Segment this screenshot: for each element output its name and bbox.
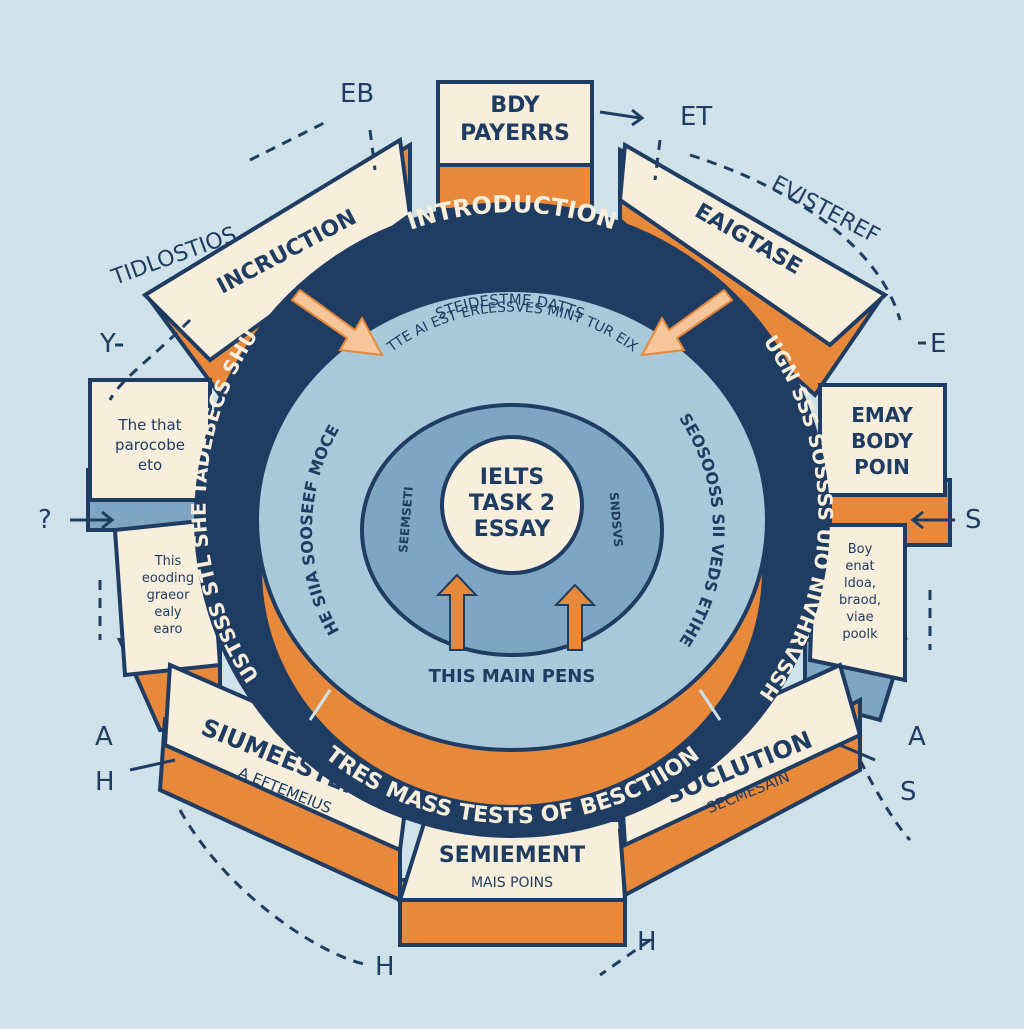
block-right-lower-line2: enat [845, 559, 874, 574]
block-right-upper-line3: POIN [854, 455, 910, 479]
block-top-line2: PAYERRS [460, 121, 570, 146]
block-left-upper-line3: eto [138, 456, 162, 474]
block-bottom-line1: SEMIEMENT [439, 843, 585, 868]
block-left-lower-line1: This [154, 554, 182, 569]
center-title-line1: IELTS [480, 465, 544, 490]
block-right-upper-line2: BODY [851, 429, 913, 453]
block-right-lower-line6: poolk [842, 627, 878, 642]
annotation-h-bottom-right: H [637, 927, 657, 957]
block-left-upper-line2: parocobe [115, 436, 185, 454]
block-semiement[interactable]: SEMIEMENT MAIS POINS [400, 820, 625, 945]
annotation-e: E [930, 329, 946, 359]
center-title-line3: ESSAY [474, 517, 552, 542]
block-right-lower-line5: viae [846, 610, 873, 625]
ring-inner-bottom-label: THIS MAIN PENS [429, 666, 596, 687]
block-left-upper-line1: The that [117, 416, 181, 434]
block-left-lower-line5: earo [154, 622, 183, 637]
annotation-y: Y [99, 329, 116, 359]
block-left-lower-line4: ealy [154, 605, 182, 620]
annotation-h-left: H [95, 767, 115, 797]
block-left-lower-line3: graeor [147, 588, 191, 603]
block-top-line1: BDY [490, 93, 540, 118]
annotation-question: ? [38, 505, 52, 535]
block-right-lower-line3: ldoa, [844, 576, 876, 591]
block-right-upper-line1: EMAY [851, 403, 913, 427]
block-bottom-line2: MAIS POINS [471, 875, 553, 891]
block-left-lower-line2: eooding [142, 571, 194, 586]
annotation-a-right: A [908, 722, 926, 752]
annotation-h-bottom-left: H [375, 952, 395, 982]
annotation-s: S [965, 505, 982, 535]
annotation-eb: EB [340, 79, 374, 109]
annotation-a-left: A [95, 722, 113, 752]
center-title-line2: TASK 2 [469, 491, 555, 516]
core: IELTS TASK 2 ESSAY SEEMSETI SNDSVS [362, 405, 662, 655]
block-right-lower-line1: Boy [848, 542, 873, 557]
annotation-et: ET [680, 102, 712, 132]
annotation-s-right: S [900, 777, 917, 807]
block-right-lower-line4: braod, [839, 593, 881, 608]
